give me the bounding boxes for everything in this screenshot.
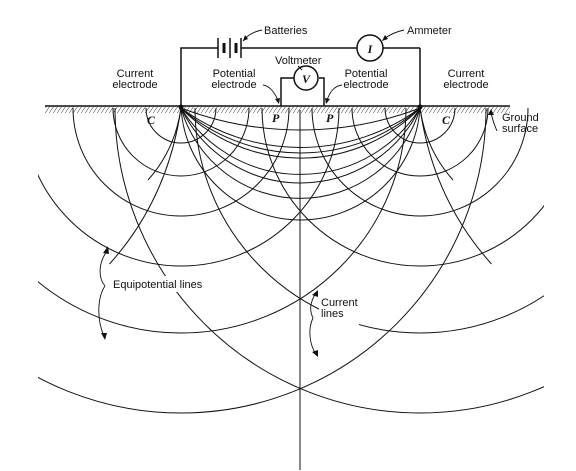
equipotential-lines	[38, 108, 544, 414]
ammeter-icon: I	[356, 34, 384, 62]
battery-icon	[212, 38, 244, 58]
equipotential-line	[194, 108, 544, 334]
equipotential-line	[384, 108, 456, 144]
equipotential-line	[112, 108, 250, 177]
equipotential-line	[261, 108, 544, 267]
voltmeter-icon: V	[293, 65, 319, 91]
equipotential-lines-label: Equipotential lines	[113, 279, 203, 291]
batteries-label: Batteries	[264, 25, 308, 37]
current-line-outer	[109, 108, 182, 265]
ammeter-symbol: I	[367, 42, 374, 56]
p-left-label: P	[272, 111, 280, 125]
equipotential-line	[351, 108, 489, 177]
voltmeter-label: Voltmeter	[275, 55, 322, 67]
c-right-label: C	[442, 113, 451, 127]
current-line-outer	[419, 108, 492, 265]
equipotential-line	[311, 108, 529, 217]
equipotential-line	[38, 108, 487, 414]
equipotential-line	[145, 108, 217, 144]
voltmeter-symbol: V	[302, 72, 311, 86]
ground-surface	[45, 105, 510, 113]
p-right-label: P	[326, 111, 334, 125]
pointer-arrows	[98, 29, 498, 357]
circuit-wires	[180, 47, 421, 106]
electrode-markers	[178, 104, 423, 110]
current-lines	[109, 108, 492, 265]
equipotential-line	[38, 108, 407, 334]
ammeter-label: Ammeter	[407, 25, 452, 37]
equipotential-line	[38, 108, 340, 267]
equipotential-line	[114, 108, 544, 414]
c-left-label: C	[147, 113, 156, 127]
equipotential-line	[72, 108, 290, 217]
